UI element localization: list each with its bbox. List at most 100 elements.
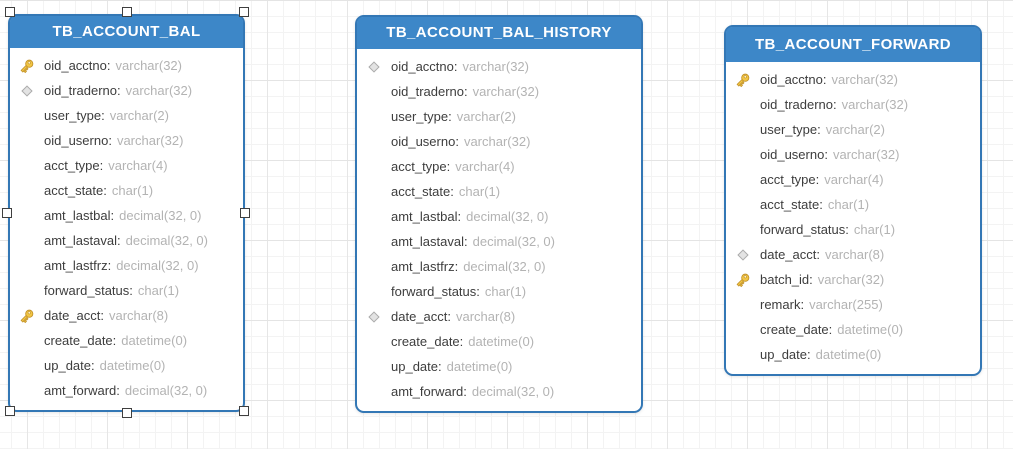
field-name: amt_lastaval <box>391 234 468 249</box>
no-icon <box>19 233 35 249</box>
field-row[interactable]: oid_acctnovarchar(32) <box>357 54 641 79</box>
table-tb-account-bal-history[interactable]: TB_ACCOUNT_BAL_HISTORY oid_acctnovarchar… <box>355 15 643 413</box>
no-icon <box>366 384 382 400</box>
field-row[interactable]: date_acctvarchar(8) <box>10 303 243 328</box>
field-name: oid_traderno <box>391 84 468 99</box>
field-row[interactable]: batch_idvarchar(32) <box>726 267 980 292</box>
field-row[interactable]: amt_lastbaldecimal(32, 0) <box>357 204 641 229</box>
field-type: datetime(0) <box>468 334 535 349</box>
field-row[interactable]: amt_lastfrzdecimal(32, 0) <box>10 253 243 278</box>
field-type: varchar(4) <box>455 159 515 174</box>
field-row[interactable]: oid_usernovarchar(32) <box>10 128 243 153</box>
field-row[interactable]: up_datedatetime(0) <box>357 354 641 379</box>
field-name: forward_status <box>391 284 480 299</box>
no-icon <box>366 134 382 150</box>
field-row[interactable]: date_acctvarchar(8) <box>726 242 980 267</box>
field-type: char(1) <box>484 284 527 299</box>
no-icon <box>366 334 382 350</box>
field-name: create_date <box>44 333 116 348</box>
no-icon <box>19 358 35 374</box>
field-name: amt_lastbal <box>391 209 461 224</box>
selection-handle-nw[interactable] <box>5 7 15 17</box>
field-type: datetime(0) <box>837 322 904 337</box>
field-name: oid_acctno <box>391 59 458 74</box>
field-type: varchar(255) <box>809 297 883 312</box>
table-tb-account-bal[interactable]: TB_ACCOUNT_BAL oid_acctnovarchar(32)oid_… <box>2 7 250 418</box>
field-row[interactable]: amt_lastavaldecimal(32, 0) <box>10 228 243 253</box>
no-icon <box>19 183 35 199</box>
field-type: decimal(32, 0) <box>119 208 202 223</box>
field-row[interactable]: create_datedatetime(0) <box>726 317 980 342</box>
table-title[interactable]: TB_ACCOUNT_BAL_HISTORY <box>357 17 641 49</box>
field-name: batch_id <box>760 272 813 287</box>
field-row[interactable]: oid_tradernovarchar(32) <box>726 92 980 117</box>
no-icon <box>735 347 751 363</box>
no-icon <box>735 97 751 113</box>
field-row[interactable]: user_typevarchar(2) <box>726 117 980 142</box>
selection-handle-s[interactable] <box>121 408 132 418</box>
selection-handle-sw[interactable] <box>5 406 15 416</box>
field-name: amt_lastfrz <box>391 259 458 274</box>
field-row[interactable]: forward_statuschar(1) <box>10 278 243 303</box>
field-type: varchar(32) <box>115 58 182 73</box>
field-row[interactable]: acct_statechar(1) <box>726 192 980 217</box>
field-row[interactable]: acct_typevarchar(4) <box>10 153 243 178</box>
field-row[interactable]: date_acctvarchar(8) <box>357 304 641 329</box>
field-row[interactable]: up_datedatetime(0) <box>10 353 243 378</box>
no-icon <box>735 222 751 238</box>
selection-handle-ne[interactable] <box>239 7 249 17</box>
field-row[interactable]: amt_lastfrz decimal(32, 0) <box>357 254 641 279</box>
no-icon <box>735 122 751 138</box>
field-row[interactable]: remarkvarchar(255) <box>726 292 980 317</box>
field-name: acct_type <box>44 158 103 173</box>
field-type: varchar(8) <box>825 247 885 262</box>
field-type: char(1) <box>458 184 501 199</box>
no-icon <box>735 322 751 338</box>
field-row[interactable]: user_typevarchar(2) <box>10 103 243 128</box>
field-row[interactable]: acct_statechar(1) <box>357 179 641 204</box>
field-row[interactable]: amt_lastavaldecimal(32, 0) <box>357 229 641 254</box>
field-row[interactable]: oid_tradernovarchar(32) <box>10 78 243 103</box>
field-row[interactable]: oid_acctnovarchar(32) <box>726 67 980 92</box>
field-row[interactable]: amt_lastbaldecimal(32, 0) <box>10 203 243 228</box>
field-row[interactable]: acct_statechar(1) <box>10 178 243 203</box>
field-row[interactable]: amt_forwarddecimal(32, 0) <box>10 378 243 403</box>
field-row[interactable]: oid_usernovarchar(32) <box>357 129 641 154</box>
no-icon <box>366 184 382 200</box>
table-title[interactable]: TB_ACCOUNT_FORWARD <box>726 27 980 62</box>
field-row[interactable]: oid_tradernovarchar(32) <box>357 79 641 104</box>
field-type: char(1) <box>137 283 180 298</box>
field-row[interactable]: forward_status char(1) <box>357 279 641 304</box>
selection-handle-e[interactable] <box>240 208 250 218</box>
field-type: decimal(32, 0) <box>124 383 208 398</box>
table-field-list: oid_acctnovarchar(32)oid_tradernovarchar… <box>726 62 980 374</box>
field-row[interactable]: acct_typevarchar(4) <box>357 154 641 179</box>
field-row[interactable]: oid_acctno varchar(32) <box>10 53 243 78</box>
field-row[interactable]: acct_typevarchar(4) <box>726 167 980 192</box>
field-type: decimal(32, 0) <box>463 259 546 274</box>
field-type: varchar(32) <box>832 147 900 162</box>
selection-handle-se[interactable] <box>239 406 249 416</box>
field-row[interactable]: forward_statuschar(1) <box>726 217 980 242</box>
field-type: datetime(0) <box>121 333 188 348</box>
no-icon <box>19 333 35 349</box>
field-row[interactable]: oid_usernovarchar(32) <box>726 142 980 167</box>
field-row[interactable]: user_typevarchar(2) <box>357 104 641 129</box>
field-row[interactable]: create_datedatetime(0) <box>357 329 641 354</box>
no-icon <box>366 109 382 125</box>
table-title[interactable]: TB_ACCOUNT_BAL <box>10 16 243 48</box>
no-icon <box>19 258 35 274</box>
selection-handle-w[interactable] <box>2 208 12 218</box>
field-name: user_type <box>760 122 821 137</box>
no-icon <box>366 359 382 375</box>
selection-handle-n[interactable] <box>121 7 132 17</box>
field-row[interactable]: amt_forwarddecimal(32, 0) <box>357 379 641 404</box>
field-type: decimal(32, 0) <box>125 233 208 248</box>
no-icon <box>19 383 35 399</box>
field-row[interactable]: up_datedatetime(0) <box>726 342 980 367</box>
field-name: oid_acctno <box>44 58 111 73</box>
table-tb-account-forward[interactable]: TB_ACCOUNT_FORWARD oid_acctnovarchar(32)… <box>724 25 982 376</box>
no-icon <box>735 172 751 188</box>
field-row[interactable]: create_date datetime(0) <box>10 328 243 353</box>
